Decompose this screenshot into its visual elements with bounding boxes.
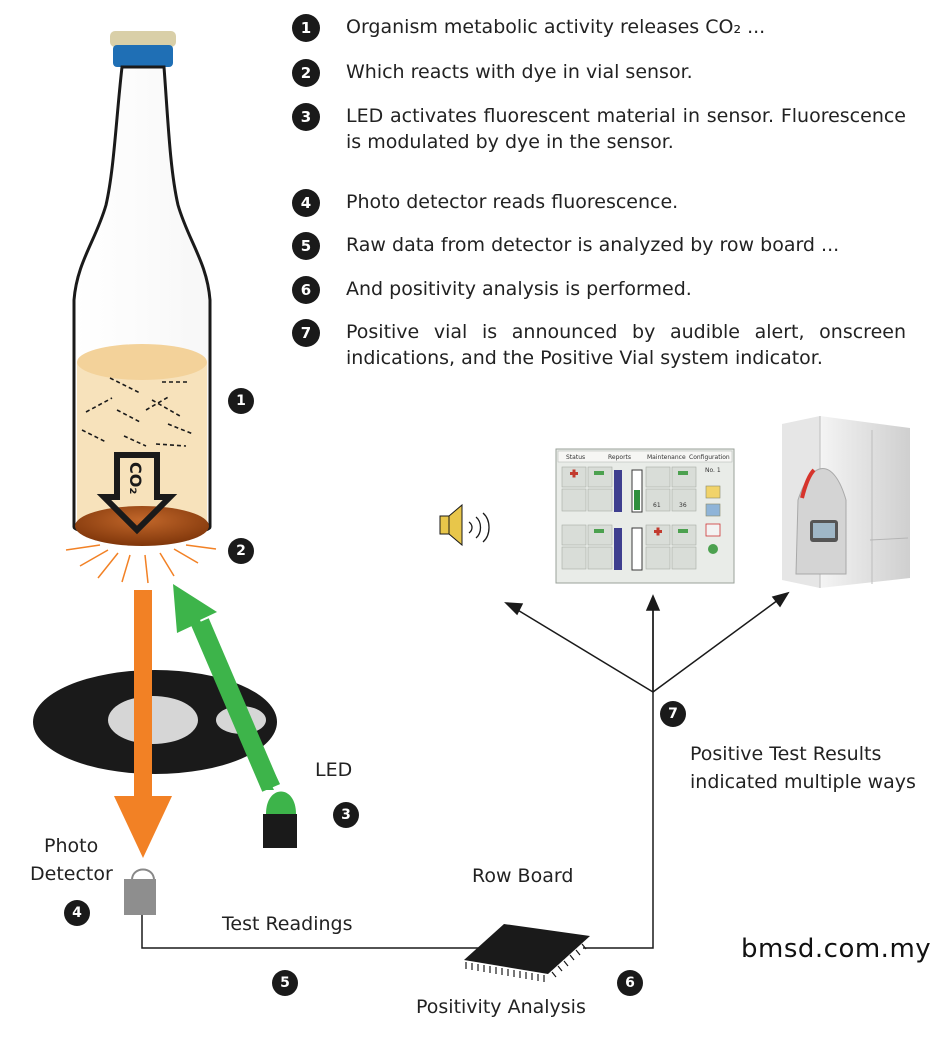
row-board-chip: [464, 924, 590, 982]
photo-detector: [124, 868, 156, 915]
screen-tab-reports: Reports: [608, 454, 631, 461]
speaker-icon: [439, 503, 490, 547]
marker-1: 1: [228, 388, 254, 414]
step-number-badge: 3: [292, 103, 320, 131]
emission-arrow: [114, 590, 172, 858]
instrument-cabinet: [782, 416, 910, 588]
screen-cell-value: 36: [679, 502, 687, 509]
step-text: Raw data from detector is analyzed by ro…: [346, 234, 840, 256]
marker-3: 3: [333, 802, 359, 828]
step-number-badge: 1: [292, 14, 320, 42]
co2-arrow-label: CO₂: [126, 462, 145, 494]
culture-bottle: CO₂: [72, 31, 212, 546]
photo-detector-label-line1: Photo: [44, 835, 98, 857]
screen-tab-configuration: Configuration: [689, 454, 730, 461]
results-label-line2: indicated multiple ways: [690, 771, 916, 793]
step-2: 2 Which reacts with dye in vial sensor.: [292, 59, 907, 87]
step-text: Positive vial is announced by audible al…: [346, 321, 906, 369]
step-number-badge: 7: [292, 319, 320, 347]
marker-7: 7: [660, 701, 686, 727]
step-text: Photo detector reads fluorescence.: [346, 191, 679, 213]
screen-tab-status: Status: [566, 454, 585, 461]
photo-detector-label-line2: Detector: [30, 863, 113, 885]
excitation-arrow: [173, 584, 280, 792]
co2-arrow: [96, 452, 178, 535]
bottle-cap-top: [110, 31, 176, 47]
step-number-badge: 6: [292, 276, 320, 304]
led-label: LED: [315, 759, 352, 781]
marker-6: 6: [617, 970, 643, 996]
step-4: 4 Photo detector reads fluorescence.: [292, 189, 907, 217]
fluorescence-rays: [65, 544, 217, 584]
broth-surface: [77, 344, 207, 380]
detector-window: [108, 696, 198, 744]
step-text: And positivity analysis is performed.: [346, 278, 692, 300]
step-number-badge: 5: [292, 232, 320, 260]
step-text: Organism metabolic activity releases CO₂…: [346, 16, 766, 38]
step-3: 3 LED activates fluorescent material in …: [292, 103, 907, 155]
onscreen-indication: Status Reports Maintenance Configuration…: [555, 448, 735, 584]
test-readings-wire: [141, 915, 490, 949]
co2-dashes: [81, 377, 194, 447]
positivity-analysis-label: Positivity Analysis: [416, 996, 586, 1018]
step-text: Which reacts with dye in vial sensor.: [346, 61, 693, 83]
step-text: LED activates fluorescent material in se…: [346, 105, 906, 153]
marker-4: 4: [64, 900, 90, 926]
screen-cell-value: 61: [653, 502, 661, 509]
bottle-cap: [113, 45, 173, 67]
test-readings-label: Test Readings: [221, 913, 352, 935]
step-number-badge: 2: [292, 59, 320, 87]
marker-2: 2: [228, 538, 254, 564]
watermark-text: bmsd.com.my: [741, 934, 932, 964]
screen-side-label: No. 1: [705, 467, 721, 474]
sensor-disk: [33, 670, 277, 774]
analysis-wire: [583, 600, 654, 949]
marker-5: 5: [272, 970, 298, 996]
step-5: 5 Raw data from detector is analyzed by …: [292, 232, 907, 260]
step-7: 7 Positive vial is announced by audible …: [292, 319, 907, 371]
result-arrows: [504, 591, 790, 693]
step-number-badge: 4: [292, 189, 320, 217]
step-1: 1 Organism metabolic activity releases C…: [292, 14, 907, 42]
led: [263, 791, 297, 848]
broth: [77, 362, 207, 534]
results-label-line1: Positive Test Results: [690, 743, 881, 765]
step-6: 6 And positivity analysis is performed.: [292, 276, 907, 304]
screen-tab-maintenance: Maintenance: [647, 454, 686, 461]
row-board-label: Row Board: [472, 865, 573, 887]
